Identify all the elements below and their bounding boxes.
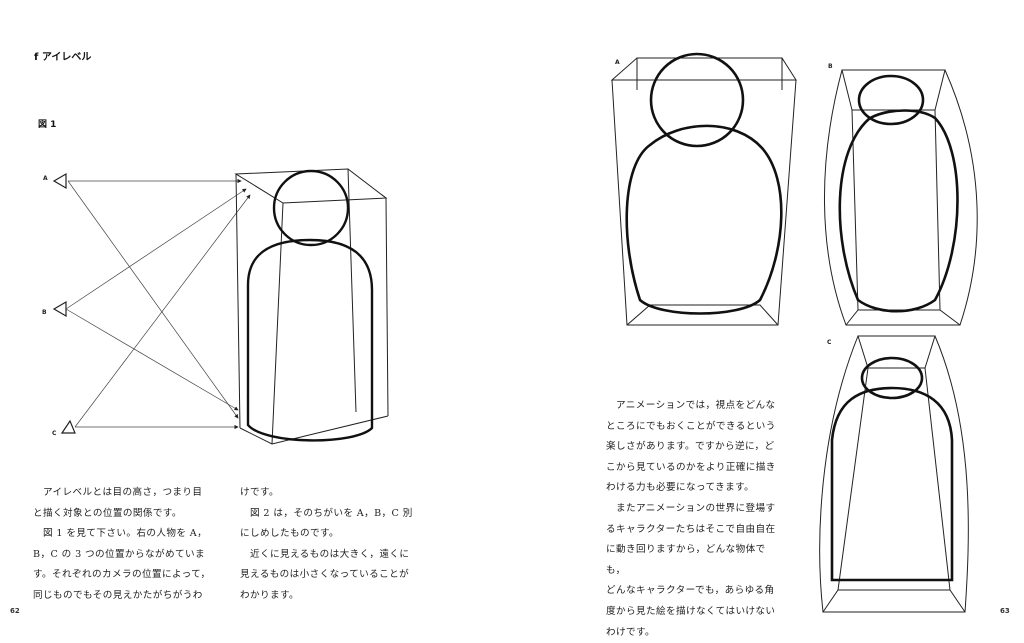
text-line: こから見ているのかをより正確に描き <box>606 461 776 473</box>
text-line: す。それぞれのカメラの位置によって， <box>33 569 211 581</box>
sight-lines <box>65 178 251 430</box>
text-line: 同じものでもその見えかたがちがうわ <box>33 589 203 601</box>
view-a-label: A <box>615 59 620 66</box>
text-line: アイレベルとは目の高さ，つまり目 <box>33 487 203 498</box>
camera-c-icon <box>60 419 76 434</box>
text-line: わけです。 <box>606 626 656 638</box>
text-line: けです。 <box>240 487 280 498</box>
view-c-label: C <box>827 339 832 346</box>
view-b-box <box>823 69 978 326</box>
view-c-box <box>819 335 969 613</box>
camera-c-label: C <box>52 430 57 437</box>
text-line: 図 1 を見て下さい。右の人物を A， <box>33 528 208 540</box>
text-line: 度から見た絵を描けなくてはいけない <box>606 605 776 617</box>
text-line: どんなキャラクターでも，あらゆる角 <box>606 585 775 597</box>
view-a-box <box>610 57 797 326</box>
text-line: アニメーションでは，視点をどんな <box>606 400 776 411</box>
camera-b-icon <box>52 300 67 318</box>
view-b-character <box>838 74 959 313</box>
body-text-column-3: アニメーションでは，視点をどんな ところにでもおくことができるという 楽しさがあ… <box>606 396 778 643</box>
text-line: またアニメーションの世界に登場す <box>606 502 776 514</box>
page-number-right: 63 <box>1000 607 1010 615</box>
text-line: ところにでもおくことができるという <box>606 420 776 432</box>
view-c-character <box>830 356 954 582</box>
figure1-character <box>246 169 374 442</box>
figure-label: 図 1 <box>38 120 57 130</box>
view-a-character <box>625 52 783 315</box>
text-line: と描く対象との位置の関係です。 <box>33 507 182 519</box>
text-line: わける力も必要になってきます。 <box>606 482 755 494</box>
text-line: 見えるものは小さくなっていることが <box>240 569 410 581</box>
camera-a-icon <box>52 172 67 190</box>
figure1-box <box>234 168 389 445</box>
text-line: にしめしたものです。 <box>240 528 339 540</box>
body-text-column-1: アイレベルとは目の高さ，つまり目 と描く対象との位置の関係です。 図 1 を見て… <box>33 483 211 607</box>
view-b-label: B <box>828 63 833 70</box>
text-line: に動き回りますから，どんな物体でも， <box>606 544 766 576</box>
body-text-column-2: けです。 図 2 は，そのちがいを A，B，C 別 にしめしたものです。 近くに… <box>240 483 420 607</box>
camera-a-label: A <box>43 175 48 182</box>
text-line: 楽しさがあります。ですから逆に，ど <box>606 441 775 453</box>
page-number-left: 62 <box>10 607 20 615</box>
camera-b-label: B <box>42 309 47 316</box>
section-heading: f アイレベル <box>34 52 92 63</box>
text-line: 近くに見えるものは大きく，遠くに <box>240 548 410 560</box>
text-line: B，C の 3 つの位置からながめていま <box>33 548 205 560</box>
text-line: 図 2 は，そのちがいを A，B，C 別 <box>240 507 413 519</box>
text-line: わかります。 <box>240 589 300 601</box>
text-line: るキャラクターたちはそこで自由自在 <box>606 523 776 535</box>
